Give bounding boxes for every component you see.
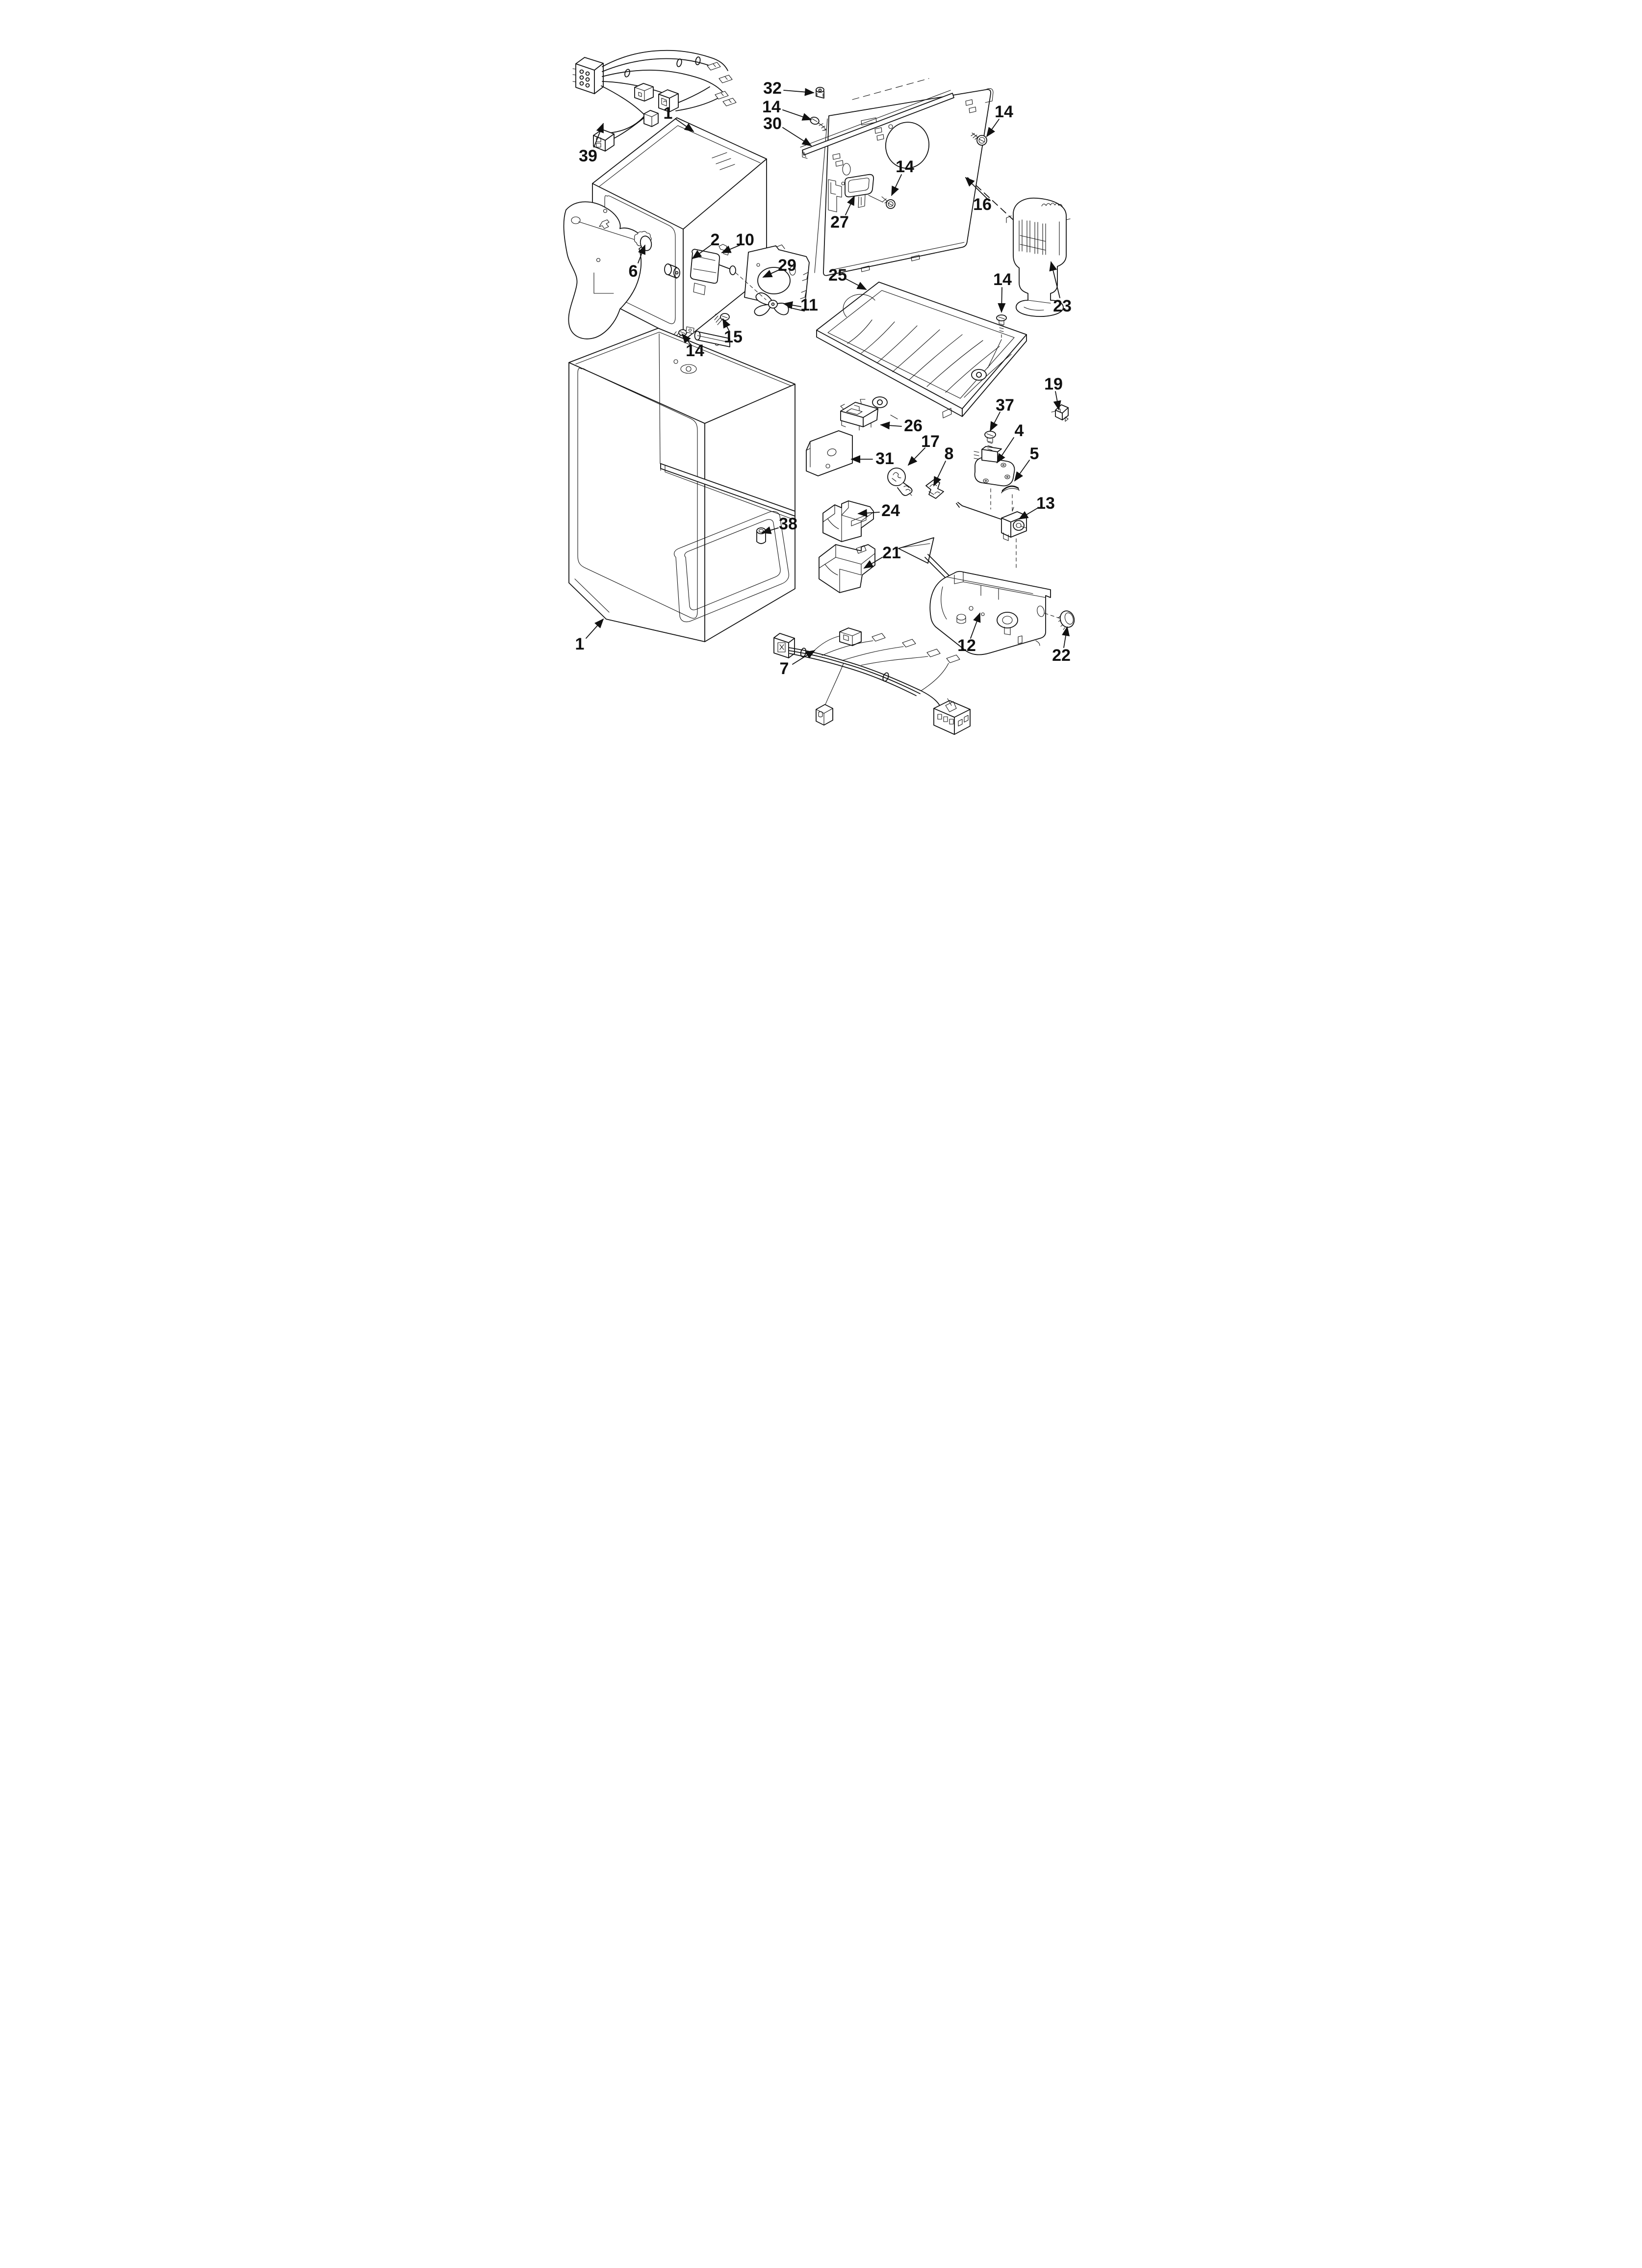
callout-arrow-11 [783,301,801,310]
callout-arrow-14-a [782,109,812,121]
callout-arrow-38 [761,526,779,534]
screw-14c-icon [881,196,896,209]
callout-arrow-19 [1053,391,1061,411]
callout-label-37: 37 [996,396,1014,415]
upper-wire-harness [572,50,737,152]
callout-arrow-10 [721,245,740,253]
callout-label-14-cover: 14 [993,270,1012,289]
callout-arrow-5 [1014,460,1030,482]
callout-arrow-15 [722,318,731,332]
defrost-timer [974,446,1020,510]
callout-arrow-25 [845,278,867,290]
cold-control-thermostat [956,494,1027,569]
callout-arrow-23 [1049,261,1060,298]
callout-arrow-7 [792,650,816,665]
callout-arrow-1-lower [586,618,604,639]
callout-label-29: 29 [778,256,796,275]
callout-arrow-22 [1062,626,1070,648]
light-bulb [887,468,913,496]
callout-arrow-1-upper [675,118,694,132]
callout-arrow-30 [782,127,812,146]
screw-37-icon [984,431,996,464]
callout-label-16: 16 [973,195,992,214]
callout-label-4: 4 [1015,421,1024,440]
callout-label-2: 2 [711,231,720,249]
callout-label-39: 39 [579,147,597,165]
callout-arrow-14-cover [998,287,1006,313]
callout-label-23: 23 [1053,297,1072,315]
back-panel [800,78,1041,276]
callout-label-25: 25 [828,266,847,285]
callout-arrow-2 [692,245,711,260]
callout-label-17: 17 [921,432,940,451]
callout-label-38: 38 [779,515,797,533]
callout-arrow-26 [880,421,902,430]
callout-label-12: 12 [957,636,976,655]
callout-label-31: 31 [875,449,894,468]
callout-label-21: 21 [882,544,901,562]
callout-label-30: 30 [763,114,782,133]
callout-label-14-b: 14 [995,103,1013,121]
callout-label-13: 13 [1036,494,1055,513]
callout-arrow-32 [783,88,815,96]
callout-arrow-13 [1018,508,1038,520]
evaporator-support-upper [822,500,874,542]
callout-arrow-17 [907,447,925,466]
callout-arrow-12 [970,612,981,639]
callout-label-15: 15 [724,328,743,346]
defrost-thermostat-cover [840,399,878,431]
callout-label-1-upper: 1 [664,104,673,123]
callout-arrow-29 [762,268,782,278]
callout-label-27: 27 [830,213,849,232]
callout-label-1-lower: 1 [575,635,585,653]
evaporator-cover [816,282,1027,419]
callout-label-5: 5 [1030,444,1039,463]
callout-arrow-4 [997,437,1014,464]
screw-14a-icon [810,116,827,131]
callout-label-26: 26 [904,417,923,435]
fresh-food-liner [568,328,795,642]
callout-label-22: 22 [1052,646,1071,665]
tube-5-icon [1001,485,1019,492]
callout-label-19: 19 [1044,375,1063,393]
callout-arrow-39 [593,123,604,148]
air-duct-tower [1006,197,1071,317]
callout-arrow-21 [863,557,883,569]
screw-14d-icon [987,314,1007,368]
callout-arrow-6 [638,244,646,263]
plug-38-icon [756,527,766,544]
spacer-32-icon [816,87,824,99]
control-housing [898,537,1075,655]
callout-label-14-a: 14 [762,98,781,116]
callout-arrow-16 [965,177,988,199]
bulb-socket [925,479,944,499]
callout-label-14-panel: 14 [896,157,914,176]
callout-arrow-14-panel [891,174,902,196]
callout-label-10: 10 [736,231,754,249]
support-clip [1051,404,1069,422]
callout-label-7: 7 [780,659,789,678]
callout-label-24: 24 [881,501,900,520]
callout-label-11: 11 [800,296,818,314]
heat-shield-plate [806,430,853,476]
exploded-parts-diagram: 3913214301414271623621029251411151419263… [563,50,1075,735]
screw-14b-icon [971,132,987,146]
temperature-knob [1057,610,1075,630]
callout-label-6: 6 [629,262,638,281]
evaporator-support-lower [819,544,875,593]
callout-arrow-27 [845,195,855,215]
callout-arrow-8 [933,461,946,487]
callout-label-8: 8 [945,444,954,463]
callout-arrow-37 [990,412,1001,432]
callout-label-14-evap: 14 [686,341,704,360]
air-duct-gasket [563,201,652,339]
lower-wire-harness [773,627,971,735]
callout-arrow-14-b [986,119,1000,137]
callout-arrow-24 [857,509,880,517]
callout-label-32: 32 [763,79,782,98]
callout-arrow-14-evap [681,333,692,345]
